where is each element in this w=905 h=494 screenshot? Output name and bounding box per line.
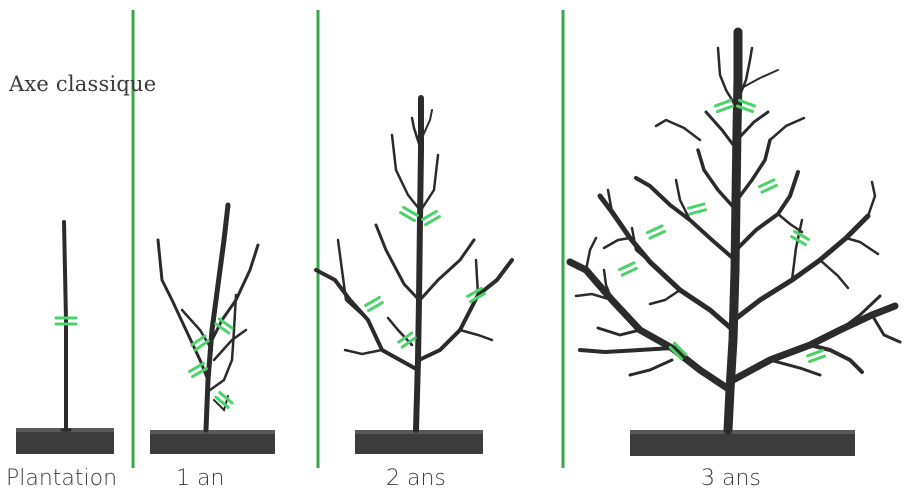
pruning-cut-marks [54, 98, 827, 409]
pruning-cut-mark-3ans-e [645, 224, 667, 240]
stage-label-3-ans: 3 ans [701, 466, 761, 491]
pruning-cut-mark-3ans-h [668, 341, 688, 361]
pruning-cut-mark-1an-d [214, 391, 234, 409]
stage-label-2-ans: 2 ans [386, 466, 446, 491]
pruning-cut-mark-3ans-g [790, 229, 810, 247]
pruning-cut-mark-1an-a [190, 334, 210, 352]
ground-band-plantation [16, 428, 114, 454]
pruning-cut-mark-3ans-a [713, 98, 735, 114]
stage-label-plantation: Plantation [6, 466, 118, 491]
pruning-cut-mark-plantation [54, 316, 78, 326]
pruning-cut-mark-2ans-a [399, 205, 419, 223]
ground-band-3-ans [630, 430, 855, 456]
pruning-cut-mark-3ans-d [686, 202, 708, 216]
pruning-cut-mark-1an-c [188, 361, 208, 379]
pruning-cut-mark-2ans-d [466, 286, 486, 304]
pruning-cut-mark-3ans-f [617, 261, 639, 277]
ground-band-2-ans [355, 430, 483, 454]
stage-label-1-an: 1 an [176, 466, 225, 491]
pruning-cut-mark-2ans-e [397, 331, 417, 349]
tree-3-ans [566, 27, 902, 435]
pruning-cut-mark-3ans-b [735, 98, 757, 114]
pruning-cut-mark-1an-b [214, 317, 234, 335]
ground-band-1-an [150, 430, 275, 454]
pruning-cut-mark-2ans-b [421, 209, 441, 227]
pruning-cut-mark-2ans-c [364, 295, 384, 313]
pruning-cut-mark-3ans-c [757, 178, 779, 194]
tree-2-ans [314, 95, 514, 433]
pruning-cut-mark-3ans-i [805, 348, 827, 364]
diagram-title: Axe classique [9, 72, 157, 96]
tree-plantation [60, 220, 72, 432]
tree-1-an [156, 202, 260, 433]
